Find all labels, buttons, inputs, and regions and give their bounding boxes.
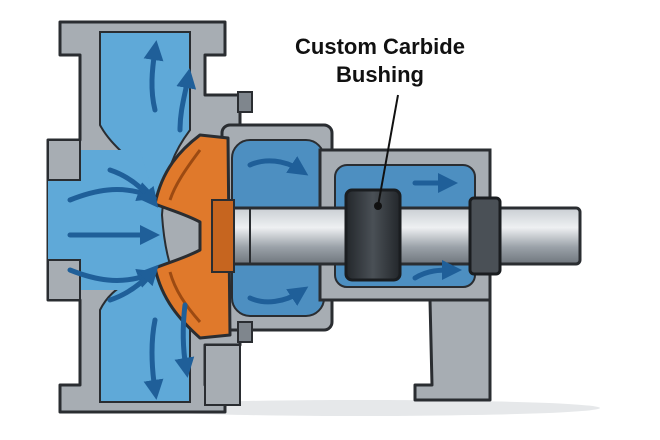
impeller-hub bbox=[211, 199, 235, 273]
shaft-collar bbox=[468, 196, 502, 276]
bolt-icon bbox=[237, 321, 253, 343]
casing-foot bbox=[204, 344, 241, 406]
callout-label-line1: Custom Carbide bbox=[295, 34, 465, 59]
callout-leader-line bbox=[377, 94, 399, 207]
carbide-bushing bbox=[344, 188, 402, 282]
callout-label-line2: Bushing bbox=[336, 62, 424, 87]
support-foot bbox=[413, 298, 492, 402]
impeller bbox=[153, 133, 232, 340]
casing-flange-lip bbox=[47, 139, 81, 301]
flow-arrows bbox=[67, 40, 462, 400]
impeller-vane bbox=[168, 149, 202, 201]
impeller-vane bbox=[168, 271, 202, 323]
inlet-water bbox=[48, 150, 160, 290]
bolt-icon bbox=[237, 91, 253, 113]
